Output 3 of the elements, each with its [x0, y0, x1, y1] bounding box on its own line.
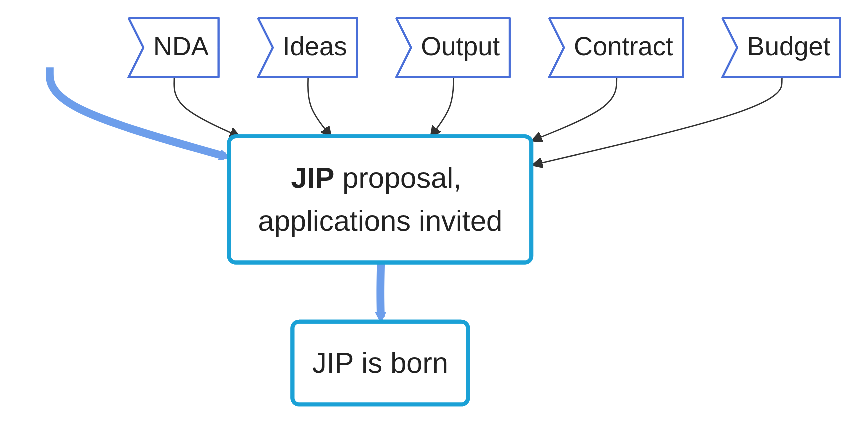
arrow — [532, 78, 783, 169]
arrow — [174, 78, 241, 138]
arrow — [531, 78, 618, 143]
